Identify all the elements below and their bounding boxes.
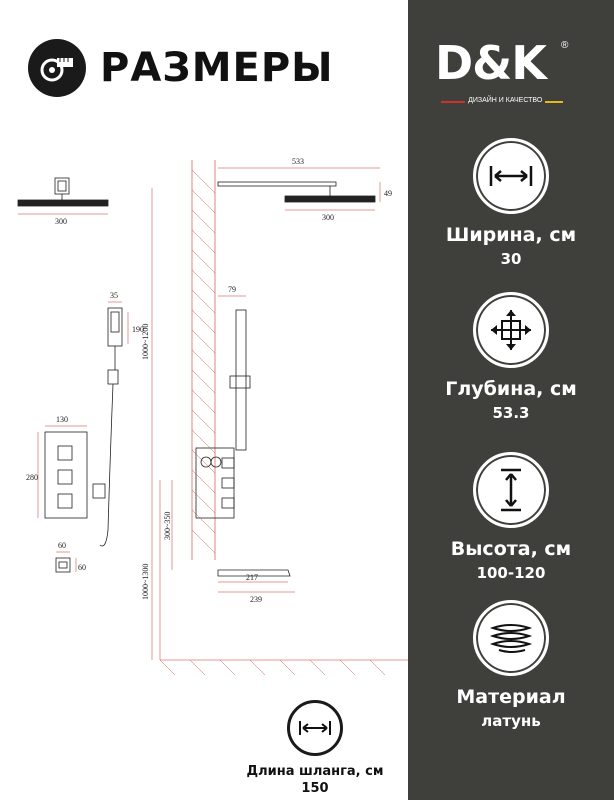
spec-depth: Глубина, см 53.3 (408, 292, 614, 422)
technical-drawing: 300 533 300 49 35 190 79 130 280 60 60 1… (17, 157, 408, 676)
thermostat-panel (44, 431, 88, 519)
spec-width: Ширина, см 30 (408, 138, 614, 268)
dim-panel-height: 280 (26, 473, 38, 482)
accent-yellow-line (545, 101, 563, 103)
brand-tagline-bar: ДИЗАЙН И КАЧЕСТВО (441, 96, 563, 108)
registered-mark: ® (561, 40, 569, 51)
page-title: РАЗМЕРЫ (100, 45, 334, 91)
dim-slide-offset: 79 (228, 285, 236, 294)
spec-depth-circle (473, 292, 549, 368)
hose-value: 150 (301, 781, 329, 796)
dim-spout-length: 217 (246, 573, 258, 582)
tape-measure-icon (40, 58, 73, 82)
dimensions-badge (28, 39, 86, 97)
spec-width-value: 30 (500, 250, 522, 268)
dim-outlet-width: 60 (58, 541, 66, 550)
dim-height-upper: 1000~1200 (141, 324, 150, 360)
width-arrows-icon (489, 166, 533, 186)
spec-width-circle (473, 138, 549, 214)
dim-head-width-right: 300 (322, 213, 334, 222)
dim-spout-total: 239 (250, 595, 262, 604)
spec-height-circle (473, 452, 549, 528)
dim-valve-height: 300~350 (163, 512, 172, 540)
dim-height-lower: 1000~1300 (141, 564, 150, 600)
hand-shower (107, 307, 123, 347)
brand-tagline: ДИЗАЙН И КАЧЕСТВО (468, 97, 543, 104)
spec-material: Материал латунь (408, 600, 614, 730)
spec-material-value: латунь (481, 712, 541, 730)
title-block: РАЗМЕРЫ (28, 38, 334, 98)
mount-block (54, 177, 70, 195)
height-arrows-icon (501, 468, 521, 512)
spec-height-value: 100-120 (476, 564, 546, 582)
dim-panel-width: 130 (56, 415, 68, 424)
slide-bar (235, 309, 247, 451)
spec-material-label: Материал (456, 686, 566, 708)
wall-hatching (159, 169, 386, 676)
brand-logo: D&K ® ДИЗАЙН И КАЧЕСТВО (435, 36, 595, 104)
depth-arrows-icon (491, 310, 531, 350)
dim-hand-length: 190 (132, 325, 144, 334)
spec-depth-value: 53.3 (492, 404, 530, 422)
drawing-area: РАЗМЕРЫ (17, 38, 408, 796)
dim-hand-width: 35 (110, 291, 118, 300)
dim-head-width-left: 300 (55, 217, 67, 226)
logo-text: D&K (435, 36, 547, 90)
material-layers-icon (489, 624, 533, 653)
hose-label: Длина шланга, см (246, 764, 384, 779)
dim-head-depth: 49 (384, 189, 392, 198)
spec-depth-label: Глубина, см (445, 378, 577, 400)
hand-holder (107, 369, 119, 385)
accent-red-line (441, 101, 466, 103)
wall-outlet (55, 557, 71, 573)
spec-height-label: Высота, см (450, 538, 572, 560)
bath-spout (217, 569, 291, 577)
hose-spec: Длина шланга, см 150 (230, 700, 400, 796)
shower-arm (217, 181, 337, 187)
shower-head-left (17, 199, 109, 207)
spec-height: Высота, см 100-120 (408, 452, 614, 582)
hose-connector (92, 483, 106, 499)
length-arrows-icon (299, 721, 331, 735)
hose-circle (287, 700, 343, 756)
shower-head-right (284, 195, 376, 203)
dim-arm-length: 533 (292, 157, 304, 166)
spec-width-label: Ширина, см (445, 224, 577, 246)
spec-material-circle (473, 600, 549, 676)
dim-outlet-depth: 60 (78, 563, 86, 572)
